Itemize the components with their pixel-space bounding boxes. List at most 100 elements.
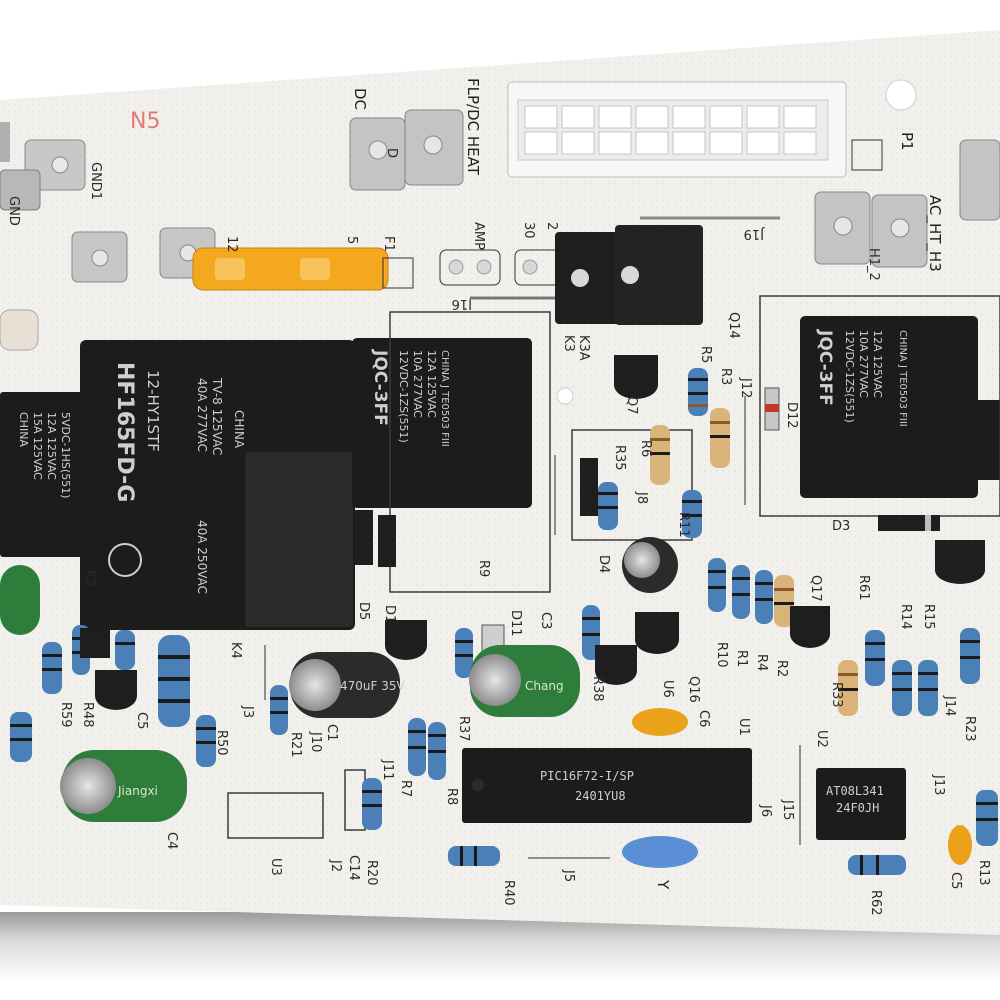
label-u1: U1 (736, 718, 751, 736)
resistor (708, 558, 726, 612)
resistor (976, 790, 998, 846)
label-c5: C5 (134, 712, 149, 729)
label-j11: J11 (380, 759, 395, 780)
capacitor-c3: Chang (469, 645, 580, 717)
capacitor-c3-label: Chang (525, 679, 564, 693)
marking-p1: P1 (898, 132, 916, 151)
resistor (408, 718, 426, 776)
marking-f1: F1 (381, 236, 396, 252)
relay-left-rating2: 15A 125VAC (31, 412, 44, 480)
label-r21: R21 (288, 732, 303, 758)
relay-edge (978, 400, 1000, 480)
label-r20: R20 (364, 860, 379, 886)
label-r37: R37 (456, 716, 471, 742)
marking-k2: K2 (82, 570, 97, 587)
label-r1: R1 (734, 650, 749, 667)
power-transistor (555, 225, 703, 325)
label-j2: J2 (328, 859, 343, 872)
label-j10: J10 (308, 731, 323, 752)
marking-h1-2: H1_2 (866, 248, 881, 281)
spade-terminal (814, 191, 871, 265)
mounting-hole (885, 79, 917, 111)
spade-terminal (871, 194, 928, 268)
label-r5: R5 (698, 346, 713, 363)
label-r7: R7 (398, 780, 413, 797)
diode-group (355, 387, 940, 656)
label-c5-right: C5 (948, 872, 963, 889)
reference-labels: R5 R3 J12 D12 Q7 R6 R35 J8 R11 D3 R61 Q1… (58, 346, 991, 916)
resistor (918, 660, 938, 716)
label-r38: R38 (590, 676, 605, 702)
mcu-date-code: 2401YU8 (575, 789, 626, 803)
resistor (688, 368, 708, 416)
label-j3: J3 (240, 705, 255, 718)
label-c14: C14 (346, 855, 361, 881)
resistor (710, 408, 730, 468)
resistor-group (10, 368, 998, 875)
marking-j16: J16 (452, 296, 473, 311)
relay-mid: JQC-3FF 12VDC-1ZS(551) 10A 277VAC 12A 12… (352, 338, 532, 508)
relay-left-origin: CHINA (17, 412, 30, 447)
white-connector (507, 81, 847, 178)
opamp-part-number: AT08L341 (826, 784, 884, 798)
fuse-resistor (0, 309, 39, 351)
label-j13: J13 (931, 774, 946, 795)
transistor (614, 355, 658, 399)
label-r14: R14 (898, 604, 913, 630)
marking-d: D (384, 148, 399, 158)
marking-num-30: 30 (521, 222, 536, 239)
label-j12: J12 (738, 377, 753, 398)
resistor (42, 642, 62, 694)
label-r13: R13 (976, 860, 991, 886)
capacitor-small (622, 537, 678, 593)
label-q17: Q17 (808, 575, 823, 602)
marking-flp-dc-heat: FLP/DC HEAT (464, 78, 482, 176)
marking-k4: K4 (228, 642, 243, 659)
label-d3: D3 (832, 519, 850, 534)
label-r2: R2 (774, 660, 789, 677)
relay-left-rating1: 12A 125VAC (45, 412, 58, 480)
label-d5: D5 (356, 602, 371, 620)
solder-pad (439, 249, 501, 286)
label-r59: R59 (58, 702, 73, 728)
transistor (95, 670, 137, 710)
resistor (362, 778, 382, 830)
resistor (848, 855, 906, 875)
opamp-date-code: 24F0JH (836, 801, 879, 815)
marking-amp: AMP (471, 222, 486, 250)
relay-left-coil: 5VDC-1HS(551) (59, 412, 72, 498)
label-d4: D4 (596, 555, 611, 573)
label-r8: R8 (444, 788, 459, 805)
resistor (774, 575, 794, 627)
spade-terminal (404, 109, 464, 186)
label-r10: R10 (714, 642, 729, 668)
label-c1: C1 (324, 724, 339, 741)
spade-terminal (0, 122, 86, 211)
marking-k3: K3 (561, 335, 576, 352)
label-r61: R61 (856, 575, 871, 601)
label-r35: R35 (612, 445, 627, 471)
capacitor-left-edge (0, 565, 40, 635)
resistor (865, 630, 885, 686)
label-c6: C6 (696, 710, 711, 727)
label-j8: J8 (634, 491, 649, 504)
relay-logo-icon (108, 543, 142, 577)
label-y: Y (654, 879, 672, 890)
label-j15: J15 (780, 799, 795, 820)
resistor (732, 565, 750, 619)
capacitor-c4-label: Jiangxi (117, 784, 158, 798)
blade-fuse (192, 247, 414, 291)
diode (355, 510, 373, 565)
label-q7: Q7 (624, 396, 639, 415)
label-r15: R15 (921, 604, 936, 630)
label-r40: R40 (501, 880, 516, 906)
diode (580, 458, 598, 516)
resistor (960, 628, 980, 684)
label-c3: C3 (538, 612, 553, 629)
label-r33: R33 (829, 682, 844, 708)
capacitor-c1: 470uF 35V (289, 652, 405, 718)
transistor (385, 620, 427, 660)
relay-big-rating1: 40A 277VAC (195, 378, 209, 452)
relay-big: HF165FD-G 12-HY1STF 40A 277VAC TV-8 125V… (80, 340, 355, 630)
